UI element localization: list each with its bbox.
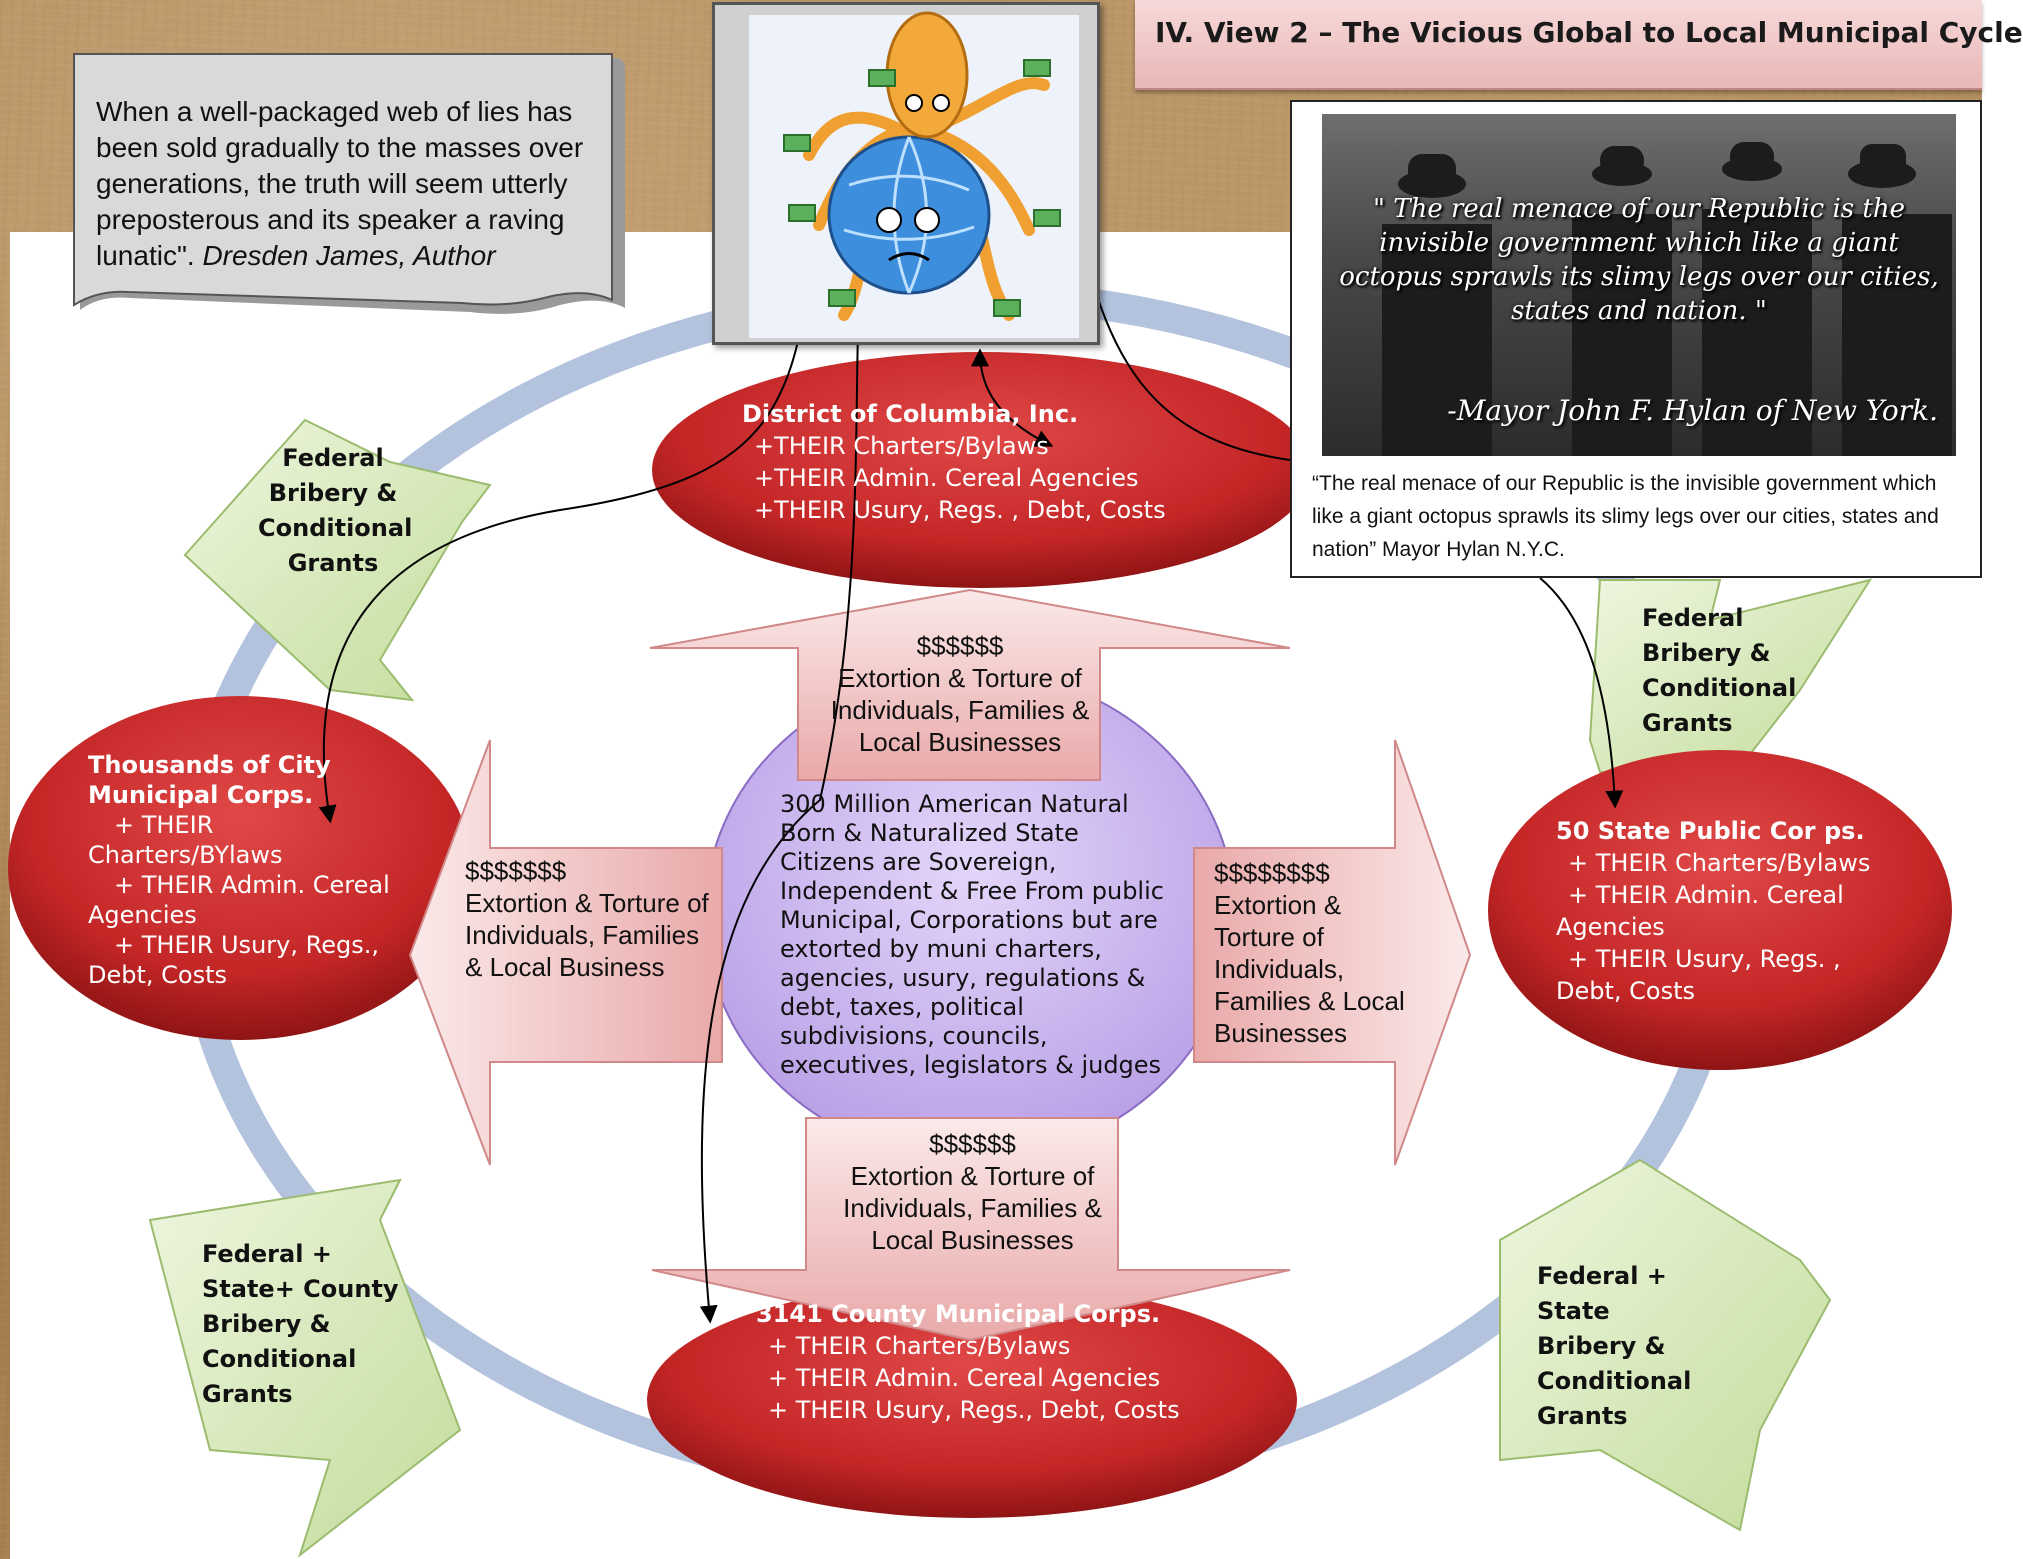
node-state-line3: Agencies xyxy=(1556,913,1665,941)
node-city: Thousands of City Municipal Corps. + THE… xyxy=(88,750,418,990)
node-state-heading: 50 State Public Cor ps. xyxy=(1556,817,1865,845)
node-county-line1: + THEIR Charters/Bylaws xyxy=(768,1332,1071,1360)
photo-quote-box: " The real menace of our Republic is the… xyxy=(1290,100,1982,578)
grant-bottom-right-label: Federal + State Bribery & Conditional Gr… xyxy=(1537,1259,1717,1434)
photo-caption: “The real menace of our Republic is the … xyxy=(1312,472,1939,561)
node-city-line2: Charters/BYlaws xyxy=(88,841,283,869)
node-city-heading1: Thousands of City xyxy=(88,751,331,779)
octopus-globe-icon xyxy=(783,11,1061,321)
node-county-heading: 3141 County Municipal Corps. xyxy=(756,1300,1161,1328)
grant-top-left-line2: Bribery & xyxy=(268,479,398,507)
grant-bottom-left-line3: Bribery & xyxy=(202,1310,331,1338)
grant-arrow-bottom-left xyxy=(148,1178,462,1558)
node-city-line4: Agencies xyxy=(88,901,197,929)
grant-bottom-left-line5: Grants xyxy=(202,1380,293,1408)
node-dc-line2: +THEIR Admin. Cereal Agencies xyxy=(754,464,1139,492)
connector-photo-state xyxy=(1539,577,1624,809)
grant-bottom-left-line4: Conditional xyxy=(202,1345,357,1373)
extortion-arrow-right xyxy=(1193,739,1472,1166)
extortion-up-money: $$$$$$ xyxy=(916,631,1004,661)
node-state-line2: + THEIR Admin. Cereal xyxy=(1568,881,1844,909)
node-state-line5: Debt, Costs xyxy=(1556,977,1696,1005)
node-dc-line1: +THEIR Charters/Bylaws xyxy=(754,432,1049,460)
photo-overlay-quote: " The real menace of our Republic is the… xyxy=(1339,194,1939,326)
node-city-heading2: Municipal Corps. xyxy=(88,781,314,809)
node-county: 3141 County Municipal Corps. + THEIR Cha… xyxy=(756,1298,1236,1426)
grant-top-right-line4: Grants xyxy=(1642,709,1733,737)
grant-bottom-right-line3: Bribery & xyxy=(1537,1332,1666,1360)
node-city-line3: + THEIR Admin. Cereal xyxy=(114,871,390,899)
octopus-cartoon-canvas xyxy=(749,11,1079,338)
extortion-right-money: $$$$$$$$ xyxy=(1214,858,1330,888)
node-city-line5: + THEIR Usury, Regs., xyxy=(114,931,379,959)
extortion-down-money: $$$$$$ xyxy=(929,1129,1016,1159)
grant-bottom-left-line2: State+ County xyxy=(202,1275,399,1303)
crowd-silhouette-icon xyxy=(1382,142,1952,456)
extortion-down-label: $$$$$$ Extortion & Torture of Individual… xyxy=(830,1128,1115,1256)
quote-box: When a well-packaged web of lies has bee… xyxy=(96,94,636,274)
extortion-up-label: $$$$$$ Extortion & Torture of Individual… xyxy=(820,630,1100,758)
grant-arrow-bottom-right xyxy=(1499,1158,1832,1532)
quote-text: When a well-packaged web of lies has bee… xyxy=(96,96,584,271)
extortion-up-text: Extortion & Torture of Individuals, Fami… xyxy=(830,663,1090,757)
grant-bottom-right-line5: Grants xyxy=(1537,1402,1628,1430)
grant-top-left-line4: Grants xyxy=(287,549,379,577)
center-statement: 300 Million American Natural Born & Natu… xyxy=(780,790,1164,1079)
grant-top-right-line2: Bribery & xyxy=(1642,639,1771,667)
node-dc-heading: District of Columbia, Inc. xyxy=(742,400,1079,428)
grant-top-left-label: Federal Bribery & Conditional Grants xyxy=(258,441,413,581)
extortion-right-label: $$$$$$$$ Extortion & Torture of Individu… xyxy=(1214,857,1414,1049)
grant-bottom-left-line1: Federal + xyxy=(202,1240,332,1268)
title-bar: IV. View 2 – The Vicious Global to Local… xyxy=(1135,0,2023,90)
grant-bottom-right-line2: State xyxy=(1537,1297,1610,1325)
node-state-ellipse xyxy=(1488,750,1952,1070)
node-county-line3: + THEIR Usury, Regs., Debt, Costs xyxy=(768,1396,1180,1424)
node-county-ellipse xyxy=(647,1282,1297,1518)
extortion-down-text: Extortion & Torture of Individuals, Fami… xyxy=(843,1161,1102,1255)
node-dc: District of Columbia, Inc. +THEIR Charte… xyxy=(742,398,1212,526)
grant-arrow-top-right xyxy=(1588,578,1873,782)
grant-top-right-line1: Federal xyxy=(1642,604,1744,632)
extortion-left-money: $$$$$$$ xyxy=(465,856,567,886)
grant-bottom-right-line1: Federal + xyxy=(1537,1262,1667,1290)
connector-county-octopus xyxy=(699,326,867,1324)
grant-top-right-label: Federal Bribery & Conditional Grants xyxy=(1642,601,1802,741)
grant-top-right-line3: Conditional xyxy=(1642,674,1797,702)
node-city-line6: Debt, Costs xyxy=(88,961,228,989)
extortion-left-text: Extortion & Torture of Individuals, Fami… xyxy=(465,888,709,982)
node-state-line4: + THEIR Usury, Regs. , xyxy=(1568,945,1841,973)
octopus-cartoon xyxy=(712,2,1100,345)
grant-bottom-left-label: Federal + State+ County Bribery & Condit… xyxy=(202,1237,402,1412)
node-state-line1: + THEIR Charters/Bylaws xyxy=(1568,849,1871,877)
diagram-artwork xyxy=(8,53,1952,1558)
node-state: 50 State Public Cor ps. + THEIR Charters… xyxy=(1556,815,1886,1007)
node-dc-line3: +THEIR Usury, Regs. , Debt, Costs xyxy=(754,496,1166,524)
extortion-right-text: Extortion & Torture of Individuals, Fami… xyxy=(1214,890,1405,1048)
page-title: IV. View 2 – The Vicious Global to Local… xyxy=(1155,16,2023,49)
grant-top-left-line3: Conditional xyxy=(258,514,413,542)
node-county-line2: + THEIR Admin. Cereal Agencies xyxy=(768,1364,1161,1392)
historical-photo: " The real menace of our Republic is the… xyxy=(1322,114,1956,456)
photo-overlay-attribution: -Mayor John F. Hylan of New York. xyxy=(1447,394,1938,427)
node-city-line1: + THEIR xyxy=(114,811,214,839)
grant-bottom-right-line4: Conditional xyxy=(1537,1367,1692,1395)
grant-top-left-line1: Federal xyxy=(282,444,384,472)
extortion-left-label: $$$$$$$ Extortion & Torture of Individua… xyxy=(465,855,710,983)
quote-author: Dresden James, Author xyxy=(202,240,496,271)
connector-dc-octopus xyxy=(971,348,1054,447)
